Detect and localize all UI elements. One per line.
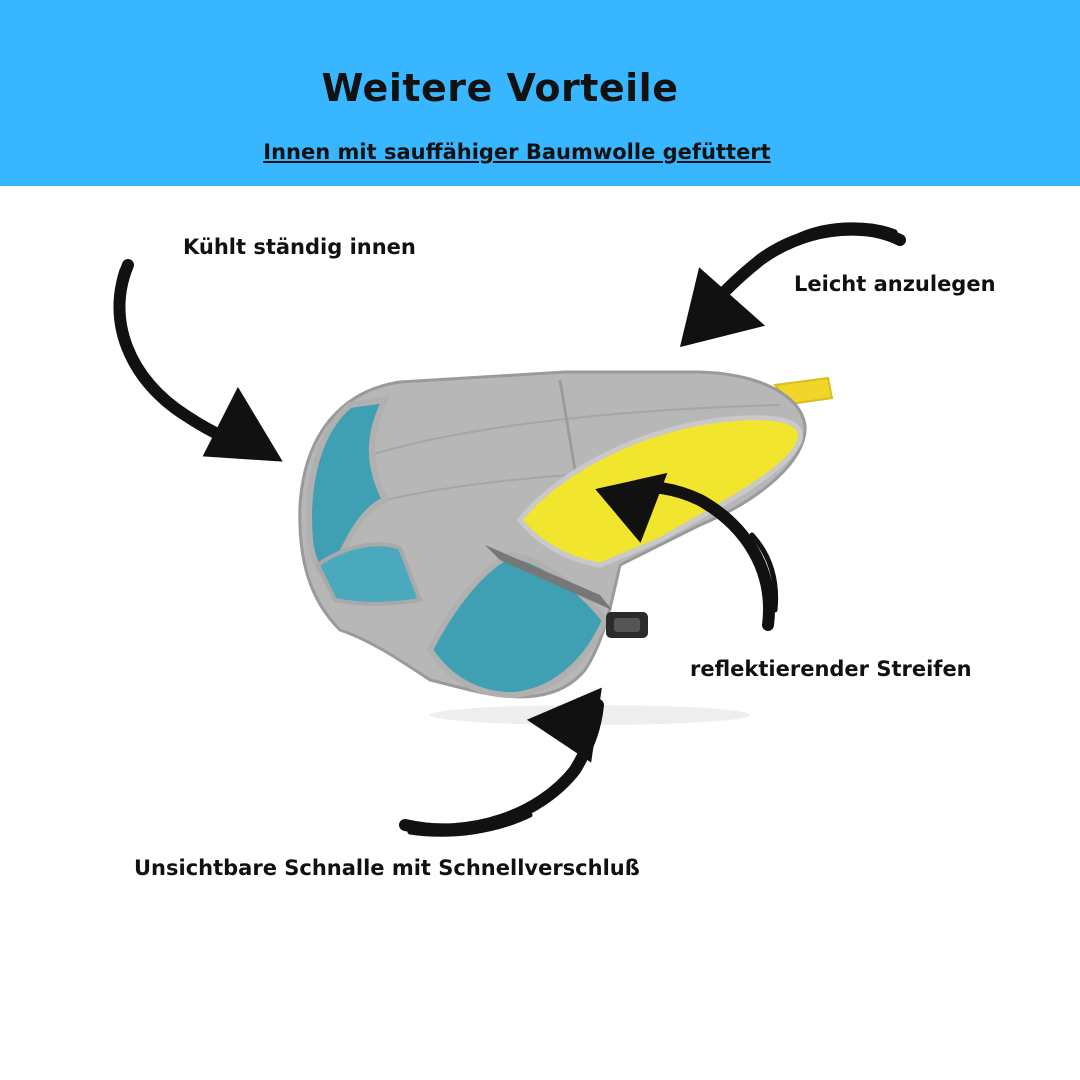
- label-invisible-buckle: Unsichtbare Schnalle mit Schnellverschlu…: [134, 856, 640, 880]
- arrow-cool: [113, 259, 283, 462]
- label-easy-fit: Leicht anzulegen: [794, 272, 996, 296]
- arrow-reflective: [595, 472, 779, 631]
- header-banner: Weitere Vorteile Innen mit sauffähiger B…: [0, 0, 1080, 186]
- page-subtitle: Innen mit sauffähiger Baumwolle gefütter…: [263, 140, 771, 164]
- cooling-vest-image: [298, 370, 834, 725]
- strap: [485, 545, 612, 610]
- lining-strap: [315, 542, 423, 606]
- arrow-easy: [679, 222, 906, 348]
- lining-bottom: [426, 551, 609, 699]
- label-cooling: Kühlt ständig innen: [183, 235, 416, 259]
- label-reflective-stripe: reflektierender Streifen: [690, 657, 972, 681]
- arrow-buckle: [399, 687, 604, 837]
- page-title: Weitere Vorteile: [321, 66, 679, 110]
